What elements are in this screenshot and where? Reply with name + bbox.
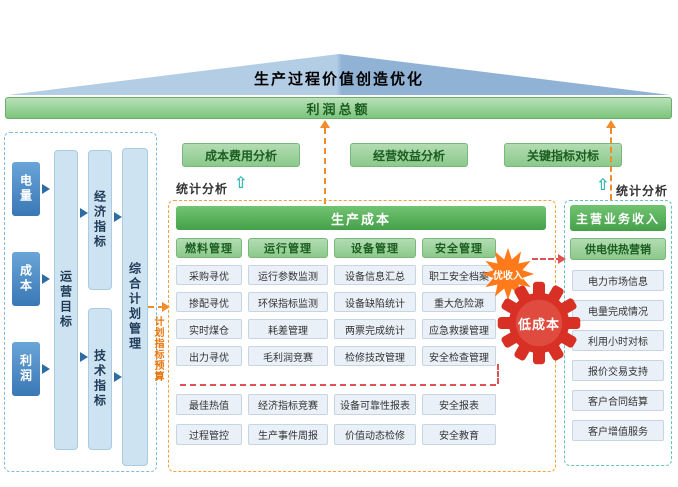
budget-connector-line bbox=[148, 306, 164, 308]
revenue-item: 报价交易支持 bbox=[572, 360, 664, 381]
flow-arrow-icon bbox=[114, 212, 122, 222]
burst-icon bbox=[481, 247, 535, 301]
cost-item: 过程管控 bbox=[176, 424, 242, 445]
operation-target-box: 运营目标 bbox=[54, 150, 78, 450]
connector-line bbox=[610, 128, 612, 200]
revenue-header: 主营业务收入 bbox=[570, 205, 666, 231]
connector-line bbox=[180, 384, 496, 386]
revenue-item: 电力市场信息 bbox=[572, 270, 664, 291]
production-cost-header: 生产成本 bbox=[176, 206, 546, 230]
cost-item: 经济指标竞赛 bbox=[248, 394, 328, 415]
cost-item: 最佳热值 bbox=[176, 394, 242, 415]
cost-item: 耗差管理 bbox=[248, 319, 328, 339]
cost-item: 采购寻优 bbox=[176, 265, 242, 285]
low-cost-badge-label: 低成本 bbox=[517, 316, 560, 332]
flow-arrow-icon bbox=[42, 364, 50, 374]
left-panel-frame bbox=[4, 132, 157, 472]
cost-item: 设备信息汇总 bbox=[334, 265, 416, 285]
cost-item: 两票完成统计 bbox=[334, 319, 416, 339]
cost-item: 出力寻优 bbox=[176, 346, 242, 366]
cost-item: 重大危险源 bbox=[422, 292, 496, 312]
cost-item: 设备缺陷统计 bbox=[334, 292, 416, 312]
metric-profit: 利润 bbox=[12, 342, 40, 396]
flow-arrow-icon bbox=[80, 208, 88, 218]
comprehensive-plan-box: 综合计划管理 bbox=[122, 148, 148, 466]
stat-analysis-label-left: 统计分析 bbox=[176, 182, 229, 196]
low-cost-gear-badge: 低成本 bbox=[496, 280, 582, 366]
budget-arrow-icon bbox=[162, 302, 170, 312]
revenue-item: 客户合同结算 bbox=[572, 390, 664, 411]
operating-benefit-analysis-button: 经营效益分析 bbox=[350, 143, 468, 167]
plan-budget-label: 计划指标预算 bbox=[152, 316, 163, 382]
diagram-title: 生产过程价值创造优化 bbox=[253, 71, 424, 88]
gear-icon bbox=[497, 281, 581, 365]
metric-electricity: 电量 bbox=[12, 162, 40, 216]
equipment-mgmt-header: 设备管理 bbox=[334, 238, 416, 258]
cost-item: 实时煤仓 bbox=[176, 319, 242, 339]
cost-item: 职工安全档案 bbox=[422, 265, 496, 285]
metric-cost: 成本 bbox=[12, 252, 40, 306]
up-arrow-icon: ⇧ bbox=[234, 175, 248, 192]
operation-mgmt-header: 运行管理 bbox=[248, 238, 328, 258]
cost-item: 安全检查管理 bbox=[422, 346, 496, 366]
technical-indicator-box: 技术指标 bbox=[88, 308, 112, 450]
cost-item: 检修技改管理 bbox=[334, 346, 416, 366]
flow-arrow-icon bbox=[80, 352, 88, 362]
connector-line bbox=[324, 128, 326, 204]
profit-total-bar: 利润总额 bbox=[5, 97, 672, 119]
up-arrow-icon bbox=[606, 120, 616, 128]
cost-item: 生产事件周报 bbox=[248, 424, 328, 445]
fuel-mgmt-header: 燃料管理 bbox=[176, 238, 242, 258]
flow-arrow-icon bbox=[558, 254, 566, 264]
cost-item: 价值动态检修 bbox=[334, 424, 416, 445]
flow-arrow-icon bbox=[114, 372, 122, 382]
revenue-item: 利用小时对标 bbox=[572, 330, 664, 351]
safety-mgmt-header: 安全管理 bbox=[422, 238, 496, 258]
cost-expense-analysis-button: 成本费用分析 bbox=[182, 143, 300, 167]
cost-item: 应急救援管理 bbox=[422, 319, 496, 339]
economic-indicator-box: 经济指标 bbox=[88, 150, 112, 290]
cost-item: 环保指标监测 bbox=[248, 292, 328, 312]
cost-item: 安全教育 bbox=[422, 424, 496, 445]
cost-item: 掺配寻优 bbox=[176, 292, 242, 312]
up-arrow-icon bbox=[320, 120, 330, 128]
revenue-item: 电量完成情况 bbox=[572, 300, 664, 321]
flow-arrow-icon bbox=[42, 274, 50, 284]
revenue-subheader: 供电供热营销 bbox=[570, 238, 666, 260]
up-arrow-icon: ⇧ bbox=[596, 177, 610, 194]
flow-arrow-icon bbox=[42, 184, 50, 194]
cost-item: 安全报表 bbox=[422, 394, 496, 415]
connector-line bbox=[497, 364, 499, 384]
income-badge-label: 优收入 bbox=[493, 270, 523, 282]
cost-item: 毛利润竞赛 bbox=[248, 346, 328, 366]
revenue-item: 客户增值服务 bbox=[572, 420, 664, 441]
stat-analysis-label-right: 统计分析 bbox=[616, 184, 669, 198]
key-indicator-benchmark-button: 关键指标对标 bbox=[504, 143, 622, 167]
cost-item: 设备可靠性报表 bbox=[334, 394, 416, 415]
income-burst-badge: 优收入 bbox=[480, 246, 536, 302]
connector-line bbox=[532, 258, 562, 260]
cost-item: 运行参数监测 bbox=[248, 265, 328, 285]
